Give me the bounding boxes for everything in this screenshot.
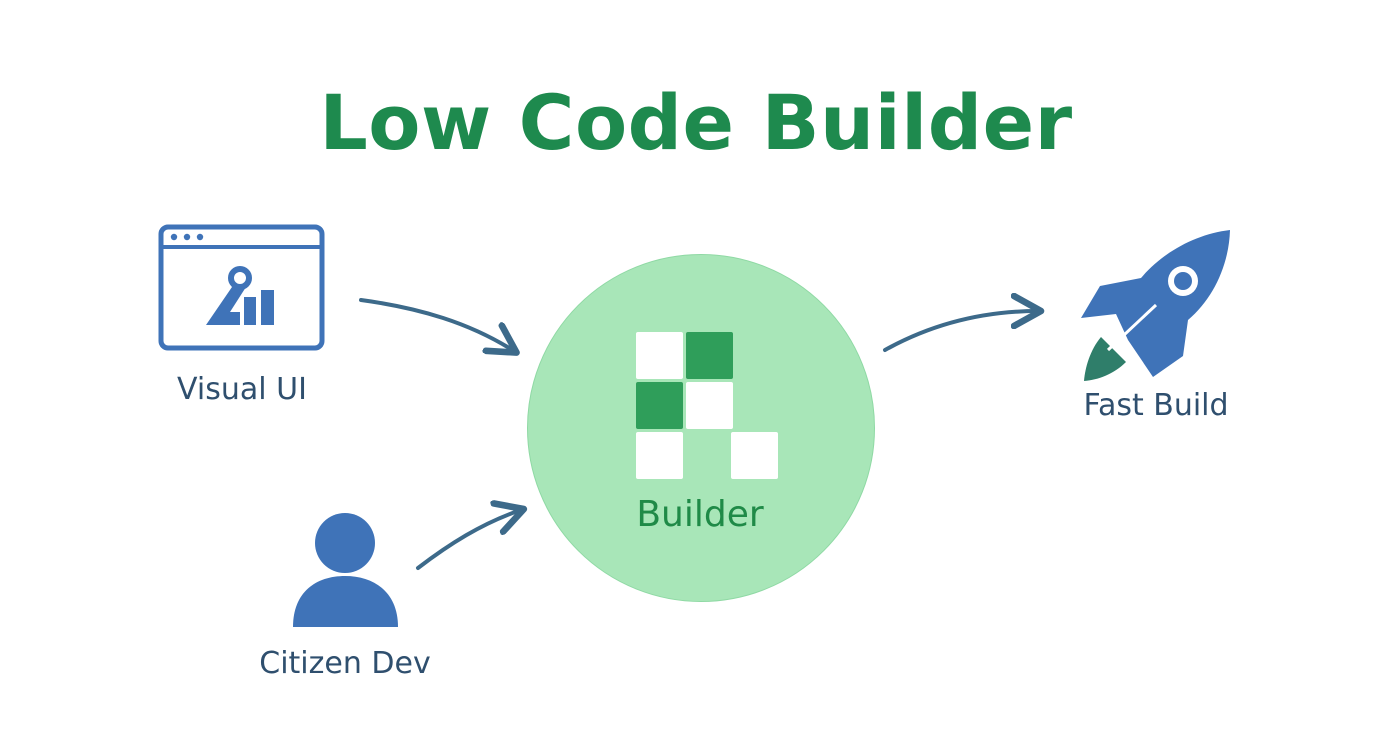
browser-window-chart-icon — [158, 224, 325, 351]
diagram-title: Low Code Builder — [319, 78, 1073, 167]
citizen-dev-label: Citizen Dev — [259, 646, 431, 681]
fast-build-label: Fast Build — [1083, 388, 1229, 423]
person-icon — [293, 513, 398, 627]
arrow-visual-ui-to-builder — [359, 298, 514, 351]
visual-ui-label: Visual UI — [177, 372, 307, 407]
arrow-citizen-dev-to-builder — [416, 510, 521, 570]
arrow-builder-to-fast-build — [883, 311, 1038, 352]
grid-blocks-icon — [636, 332, 778, 479]
rocket-icon — [1081, 230, 1230, 381]
builder-label: Builder — [636, 494, 764, 535]
